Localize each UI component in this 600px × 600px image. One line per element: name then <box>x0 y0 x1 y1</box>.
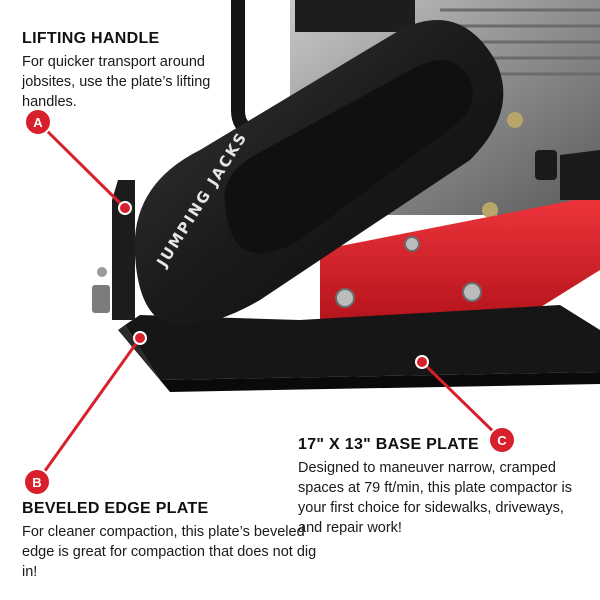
marker-a: A <box>24 108 52 136</box>
leader-lines <box>35 120 504 483</box>
callout-title: LIFTING HANDLE <box>22 30 160 47</box>
handle-bar <box>231 0 262 137</box>
callout-body: For quicker transport around jobsites, u… <box>22 54 211 110</box>
marker-b-label: B <box>32 475 41 490</box>
base-plate <box>118 305 600 392</box>
callout-beveled-edge-plate: BEVELED EDGE PLATE For cleaner compactio… <box>22 500 322 582</box>
belt-cover: JUMPING JACKS <box>134 20 504 325</box>
callout-body: For cleaner compaction, this plate’s bev… <box>22 524 317 580</box>
marker-b: B <box>23 468 51 496</box>
lifting-handle <box>92 180 135 320</box>
marker-a-label: A <box>33 115 43 130</box>
marker-c-label: C <box>497 433 507 448</box>
callout-lifting-handle: LIFTING HANDLE For quicker transport aro… <box>22 30 232 112</box>
red-frame <box>320 150 600 320</box>
marker-c: C <box>488 426 516 454</box>
callout-title: 17" X 13" BASE PLATE <box>298 436 479 453</box>
callout-base-plate: 17" X 13" BASE PLATE Designed to maneuve… <box>298 436 588 538</box>
point-dots <box>118 201 429 369</box>
callout-title: BEVELED EDGE PLATE <box>22 500 209 517</box>
callout-body: Designed to maneuver narrow, cramped spa… <box>298 460 573 536</box>
